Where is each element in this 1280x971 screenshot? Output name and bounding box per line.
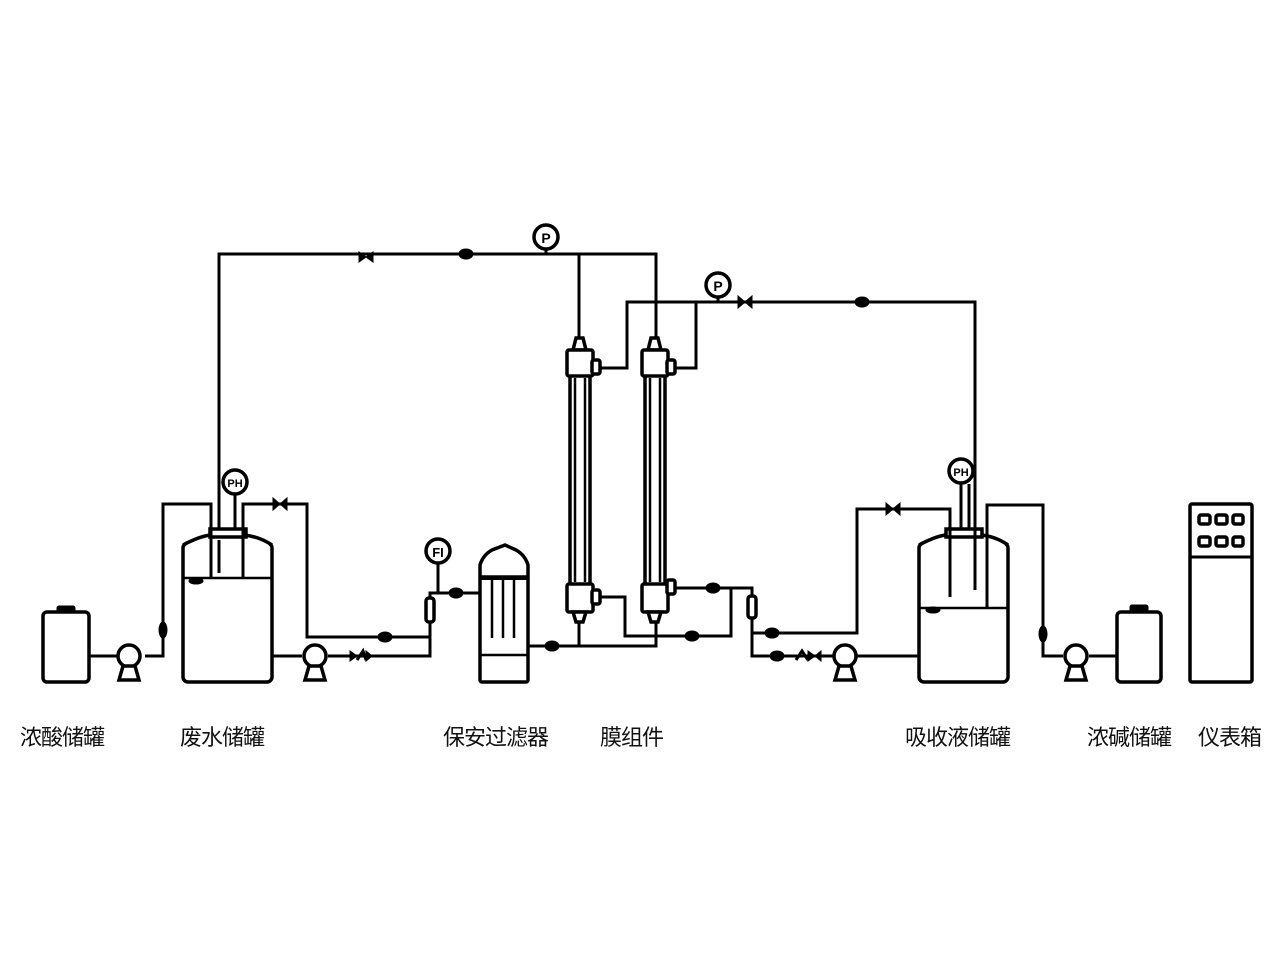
label-membrane-module: 膜组件 (600, 726, 664, 751)
gate-valve[interactable] (358, 251, 374, 263)
pipe-filter-to-membrane (528, 620, 658, 648)
rotameter (746, 594, 758, 620)
security-filter[interactable] (478, 543, 530, 684)
pressure-gauge-2[interactable]: P (704, 271, 732, 302)
membrane-module-2[interactable] (640, 336, 677, 624)
absorbent-pump[interactable] (832, 643, 858, 682)
rotameter (424, 596, 436, 624)
feed-pump[interactable] (302, 643, 328, 682)
pressure-gauge-1[interactable]: P (532, 223, 560, 254)
check-valve[interactable] (794, 648, 822, 663)
svg-text:PH: PH (953, 467, 968, 479)
pipe-absorbent-return (601, 300, 977, 578)
label-wastewater-tank: 废水储罐 (180, 726, 265, 751)
instrument-cabinet[interactable] (1188, 502, 1254, 684)
flow-meter[interactable]: FI (424, 537, 452, 593)
label-absorbent-tank: 吸收液储罐 (905, 726, 1011, 751)
svg-text:P: P (713, 278, 722, 294)
alkali-pump[interactable] (1063, 643, 1089, 682)
pipe-membrane-outlet (731, 586, 833, 658)
acid-tank[interactable] (41, 605, 91, 684)
gate-valve[interactable] (737, 294, 753, 310)
pipe-connectors (158, 248, 1048, 662)
alkali-tank[interactable] (1115, 604, 1163, 684)
check-valve[interactable] (349, 647, 373, 663)
pipe-concentrate-return (217, 252, 658, 540)
label-instrument-cabinet: 仪表箱 (1198, 726, 1262, 751)
pipe-membrane2-shell-top (674, 302, 698, 370)
acid-pump[interactable] (116, 643, 142, 682)
gate-valve[interactable] (272, 496, 288, 512)
label-alkali-tank: 浓碱储罐 (1087, 726, 1172, 751)
label-acid-tank: 浓酸储罐 (20, 726, 105, 751)
svg-text:PH: PH (227, 478, 242, 490)
svg-text:FI: FI (432, 545, 444, 560)
valves (158, 248, 1048, 663)
label-security-filter: 保安过滤器 (443, 726, 549, 751)
absorbent-tank[interactable] (917, 450, 1010, 684)
instruments: P P PH PH FI (221, 223, 975, 593)
wastewater-tank[interactable] (181, 504, 274, 684)
cabinet-buttons[interactable] (1197, 513, 1245, 548)
pipe-pump-to-filter (328, 591, 480, 658)
gate-valve[interactable] (885, 501, 901, 517)
pipe-membrane1-shell-bottom (601, 586, 733, 638)
membrane-module-1[interactable] (565, 336, 602, 624)
svg-text:P: P (541, 230, 550, 246)
